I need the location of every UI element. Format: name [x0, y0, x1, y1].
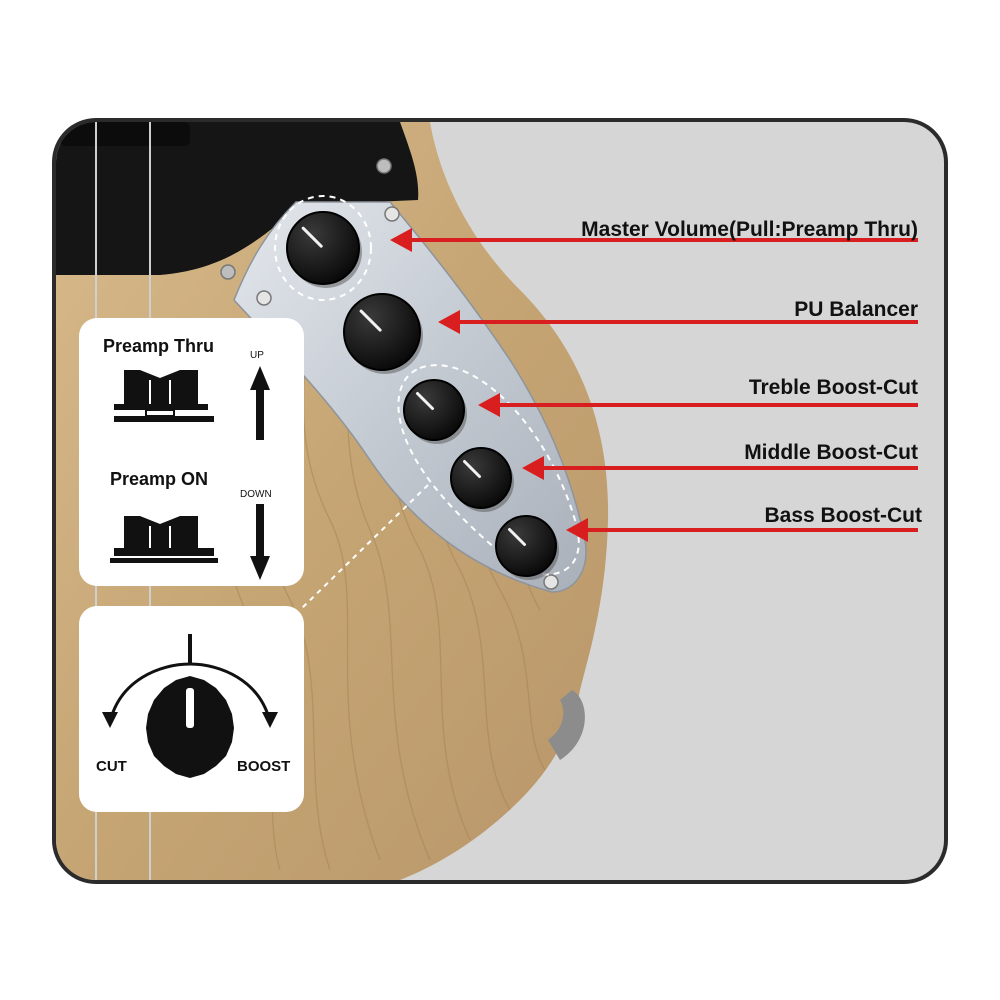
arrow-down-icon [250, 504, 270, 580]
knob-pushed-icon [110, 516, 218, 563]
arrow-group [390, 228, 918, 542]
arrowhead-middle-boost-cut [522, 456, 544, 480]
knob-pulled-icon [114, 370, 214, 422]
knob-icon[interactable] [450, 447, 514, 512]
arrowhead-treble-boost-cut [478, 393, 500, 417]
knob-icon[interactable] [403, 379, 467, 444]
label-pu-balancer: PU Balancer [794, 298, 918, 321]
label-master-volume: Master Volume(Pull:Preamp Thru) [581, 218, 918, 241]
knob-icon[interactable] [286, 211, 362, 288]
dashed-outline [274, 195, 372, 301]
cut-label: CUT [96, 758, 127, 775]
screw [256, 290, 272, 306]
curved-arrow-left-icon [108, 662, 191, 723]
boost-label: BOOST [237, 758, 291, 775]
arrowhead-master-volume-pull-preamp-thru [390, 228, 412, 252]
screw [376, 158, 392, 174]
screw [220, 264, 236, 280]
down-label: DOWN [240, 489, 272, 500]
preamp-on-label: Preamp ON [110, 469, 209, 489]
pickguard [56, 122, 419, 275]
arrowhead-bass-boost-cut [566, 518, 588, 542]
curved-arrow-right-icon [189, 662, 272, 723]
arrow-up-icon [250, 366, 270, 440]
up-label: UP [250, 350, 264, 361]
label-bass: Bass Boost-Cut [764, 504, 922, 527]
knob-group [286, 211, 559, 580]
knob-icon[interactable] [495, 515, 559, 580]
label-treble: Treble Boost-Cut [748, 376, 918, 399]
label-middle: Middle Boost-Cut [744, 441, 918, 464]
output-jack [548, 690, 585, 760]
knob-icon[interactable] [343, 293, 423, 374]
pickup [60, 122, 190, 146]
screw [384, 206, 400, 222]
arrowhead-pu-balancer [438, 310, 460, 334]
screw [543, 574, 559, 590]
preamp-thru-label: Preamp Thru [103, 336, 215, 356]
knob-dial-icon [102, 634, 278, 778]
